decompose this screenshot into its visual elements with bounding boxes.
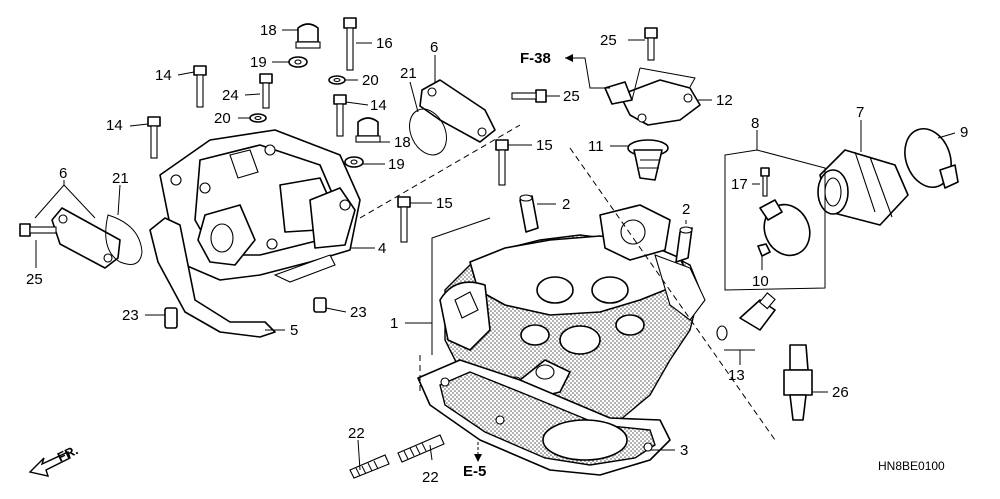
dowel-23-left[interactable] [164, 307, 178, 329]
side-cover-left[interactable] [51, 207, 121, 269]
callout-20-b: 20 [214, 110, 231, 127]
callout-2-a: 2 [562, 196, 570, 213]
cap-nut-18-mid[interactable] [355, 117, 381, 143]
bolt-15-left[interactable] [397, 196, 411, 243]
callout-2-b: 2 [682, 201, 690, 218]
insulator-band[interactable] [897, 122, 959, 193]
stud-bolt-2[interactable] [397, 434, 445, 463]
dowel-pin-2[interactable] [675, 226, 693, 263]
callout-13: 13 [728, 367, 745, 384]
callout-25-b: 25 [563, 88, 580, 105]
e5-label: E-5 [463, 463, 486, 480]
cap-nut-18-top[interactable] [295, 23, 321, 49]
callout-7: 7 [856, 104, 864, 121]
e5-reference[interactable]: E-5 [463, 454, 486, 480]
callout-25-a: 25 [600, 32, 617, 49]
water-outlet-cover[interactable] [604, 79, 701, 126]
intake-insulator[interactable] [817, 149, 909, 226]
cylinder-head-gasket[interactable] [417, 359, 671, 476]
side-cover-right[interactable] [419, 79, 496, 143]
front-direction-indicator: FR. [28, 442, 80, 477]
callout-19-a: 19 [250, 54, 267, 71]
hose-band[interactable] [756, 197, 818, 263]
callout-3: 3 [680, 442, 688, 459]
callout-6-a: 6 [59, 165, 67, 182]
callout-21-b: 21 [400, 65, 417, 82]
bolt-16[interactable] [343, 17, 357, 71]
callout-8: 8 [751, 115, 759, 132]
front-arrow-icon [28, 451, 71, 477]
leader-lines [34, 29, 956, 471]
callout-11: 11 [588, 138, 604, 155]
bolt-14-left[interactable] [147, 116, 161, 159]
bolt-14-mid[interactable] [333, 94, 347, 137]
callout-1: 1 [390, 315, 398, 332]
arrow-down-icon [474, 454, 482, 462]
dowel-pin-1[interactable] [519, 194, 539, 233]
washer-20-left[interactable] [249, 113, 267, 123]
diagram-code: HN8BE0100 [878, 459, 945, 473]
o-ring-left[interactable] [105, 214, 143, 265]
callout-10: 10 [752, 273, 769, 290]
callout-12: 12 [716, 92, 733, 109]
callout-17: 17 [731, 176, 748, 193]
callout-5: 5 [290, 322, 298, 339]
washer-19-top[interactable] [288, 56, 308, 68]
washer-19-mid[interactable] [344, 156, 364, 168]
callout-19-b: 19 [388, 156, 405, 173]
callout-16: 16 [376, 35, 393, 52]
bolt-25-left[interactable] [19, 223, 57, 237]
callout-23-a: 23 [122, 307, 139, 324]
callout-18-a: 18 [260, 22, 277, 39]
f38-label: F-38 [520, 50, 551, 67]
bolt-25-top[interactable] [644, 27, 658, 61]
head-cover-gasket[interactable] [149, 217, 336, 338]
spark-plug[interactable] [783, 344, 813, 421]
bolt-14-top[interactable] [193, 65, 207, 108]
thermostat[interactable] [627, 139, 669, 181]
stud-bolt-1[interactable] [349, 454, 390, 479]
callout-18-b: 18 [394, 134, 411, 151]
callout-6-b: 6 [430, 39, 438, 56]
callout-15-a: 15 [536, 137, 553, 154]
callout-24: 24 [222, 87, 239, 104]
callout-23-b: 23 [350, 304, 367, 321]
callout-25-c: 25 [26, 271, 43, 288]
callout-labels: 1 2 2 3 4 5 6 6 7 8 9 10 11 12 13 14 14 … [26, 22, 968, 486]
bolt-25-mid[interactable] [511, 89, 547, 103]
callout-22-a: 22 [348, 425, 365, 442]
bolt-24[interactable] [259, 73, 273, 109]
temperature-sensor[interactable] [716, 292, 776, 341]
callout-21-a: 21 [112, 170, 129, 187]
callout-22-b: 22 [422, 469, 439, 486]
washer-20-top[interactable] [328, 75, 346, 85]
callout-15-b: 15 [436, 195, 453, 212]
front-label: FR. [55, 442, 80, 464]
band-screw[interactable] [760, 167, 770, 197]
callout-26: 26 [832, 384, 849, 401]
bolt-15-top[interactable] [495, 139, 509, 186]
band-nut[interactable] [757, 243, 771, 257]
band-assembly-box [724, 140, 826, 291]
callout-14-c: 14 [370, 97, 387, 114]
f38-reference[interactable]: F-38 [520, 50, 610, 89]
callout-20-a: 20 [362, 72, 379, 89]
dowel-23-right[interactable] [313, 297, 327, 313]
callout-14-a: 14 [155, 67, 172, 84]
callout-4: 4 [378, 240, 386, 257]
callout-9: 9 [960, 124, 968, 141]
arrow-left-icon [565, 54, 573, 62]
callout-14-b: 14 [106, 117, 123, 134]
